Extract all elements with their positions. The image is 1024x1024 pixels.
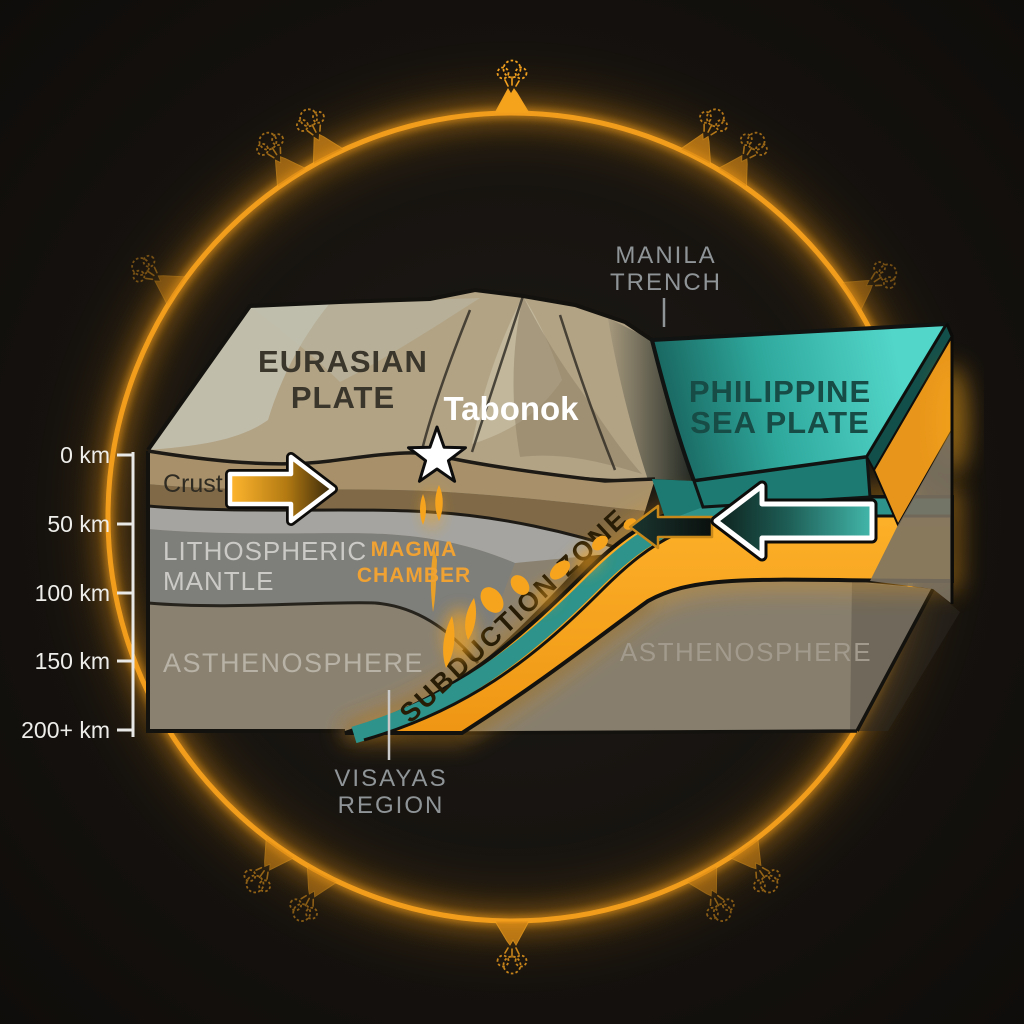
- depth-tick-label: 200+ km: [21, 717, 110, 743]
- visayas-region-label-line2: REGION: [338, 792, 445, 819]
- magma-chamber-label-line1: MAGMA: [371, 538, 458, 561]
- eurasian-motion-arrow: [227, 454, 336, 524]
- slab-motion-arrow: [628, 504, 714, 550]
- oceanic-crust-band: [691, 455, 872, 509]
- lithospheric-mantle-label-line1: LITHOSPHERIC: [163, 536, 367, 566]
- depth-tick-label: 50 km: [47, 511, 110, 537]
- plate-motion-arrows: [225, 452, 878, 562]
- manila-trench-label-line1: MANILA: [615, 242, 716, 269]
- depth-tick-label: 100 km: [35, 580, 110, 606]
- mountain-shadow: [513, 296, 642, 474]
- lithospheric-mantle-layer: [148, 529, 515, 663]
- asthenosphere-layer-right: [462, 579, 933, 733]
- visayas-region-callout: VISAYAS REGION: [334, 690, 447, 819]
- crust-label: Crust: [163, 470, 223, 498]
- oceanic-crust-wedge: [652, 479, 703, 521]
- magma-flame: [420, 494, 426, 525]
- magma-blob: [592, 535, 608, 551]
- magma-chamber-label-line2: CHAMBER: [357, 564, 471, 587]
- magma-blob: [549, 560, 571, 580]
- asthenosphere-side-face: [857, 589, 960, 731]
- magma-flame: [443, 616, 455, 668]
- lithospheric-mantle-light-band: [148, 506, 630, 563]
- asthenosphere-right-label: ASTHENOSPHERE: [620, 637, 872, 667]
- epicenter-star-icon: [407, 425, 467, 483]
- depth-axis: [117, 452, 135, 737]
- magma-chamber: MAGMA CHAMBER: [357, 485, 637, 668]
- side-face-tan: [870, 430, 952, 604]
- depth-tick-label: 0 km: [60, 442, 110, 468]
- eurasian-plate-label-line2: PLATE: [291, 380, 395, 415]
- philippine-motion-arrow: [713, 483, 875, 559]
- block-edge: [146, 451, 345, 733]
- philippine-plate-label-line1: PHILIPPINE: [689, 374, 871, 409]
- slab-crust-strip: [351, 498, 952, 744]
- side-edge: [945, 323, 954, 604]
- eurasian-plate-block: [146, 451, 655, 733]
- ridge-lines: [420, 295, 617, 471]
- asthenosphere-right-corner-shade: [850, 582, 933, 731]
- depth-tick-label: 150 km: [35, 648, 110, 674]
- magma-flame: [435, 485, 443, 521]
- terrain-pale-patch: [148, 303, 330, 450]
- block-edge-right: [461, 588, 935, 735]
- manila-trench-label-line2: TRENCH: [610, 269, 722, 296]
- manila-trench-callout: MANILA TRENCH: [610, 242, 722, 327]
- magma-blob: [510, 575, 530, 595]
- mantle-asthenosphere-boundary: [147, 601, 480, 664]
- depth-scale: 0 km 50 km 100 km 150 km 200+ km: [21, 442, 135, 743]
- trench-slope-shadow: [608, 318, 694, 481]
- eurasian-plate-label-line1: EURASIAN: [258, 344, 428, 379]
- terrain-light-patch: [250, 298, 480, 382]
- philippine-sea-plate-surface: [649, 321, 968, 604]
- magma-flame: [465, 598, 476, 640]
- lithospheric-mantle-label-line2: MANTLE: [163, 566, 274, 596]
- magma-blob: [480, 587, 504, 613]
- magma-spike: [430, 548, 437, 612]
- crust-layer: [148, 451, 655, 511]
- philippine-asthenosphere-block: [461, 579, 960, 737]
- philippine-plate-label-line2: SEA PLATE: [690, 405, 870, 440]
- tabonok-label: Tabonok: [443, 390, 579, 427]
- terrain-front-edge: [147, 449, 656, 483]
- asthenosphere-left-label: ASTHENOSPHERE: [163, 648, 424, 678]
- visayas-region-label-line1: VISAYAS: [334, 765, 447, 792]
